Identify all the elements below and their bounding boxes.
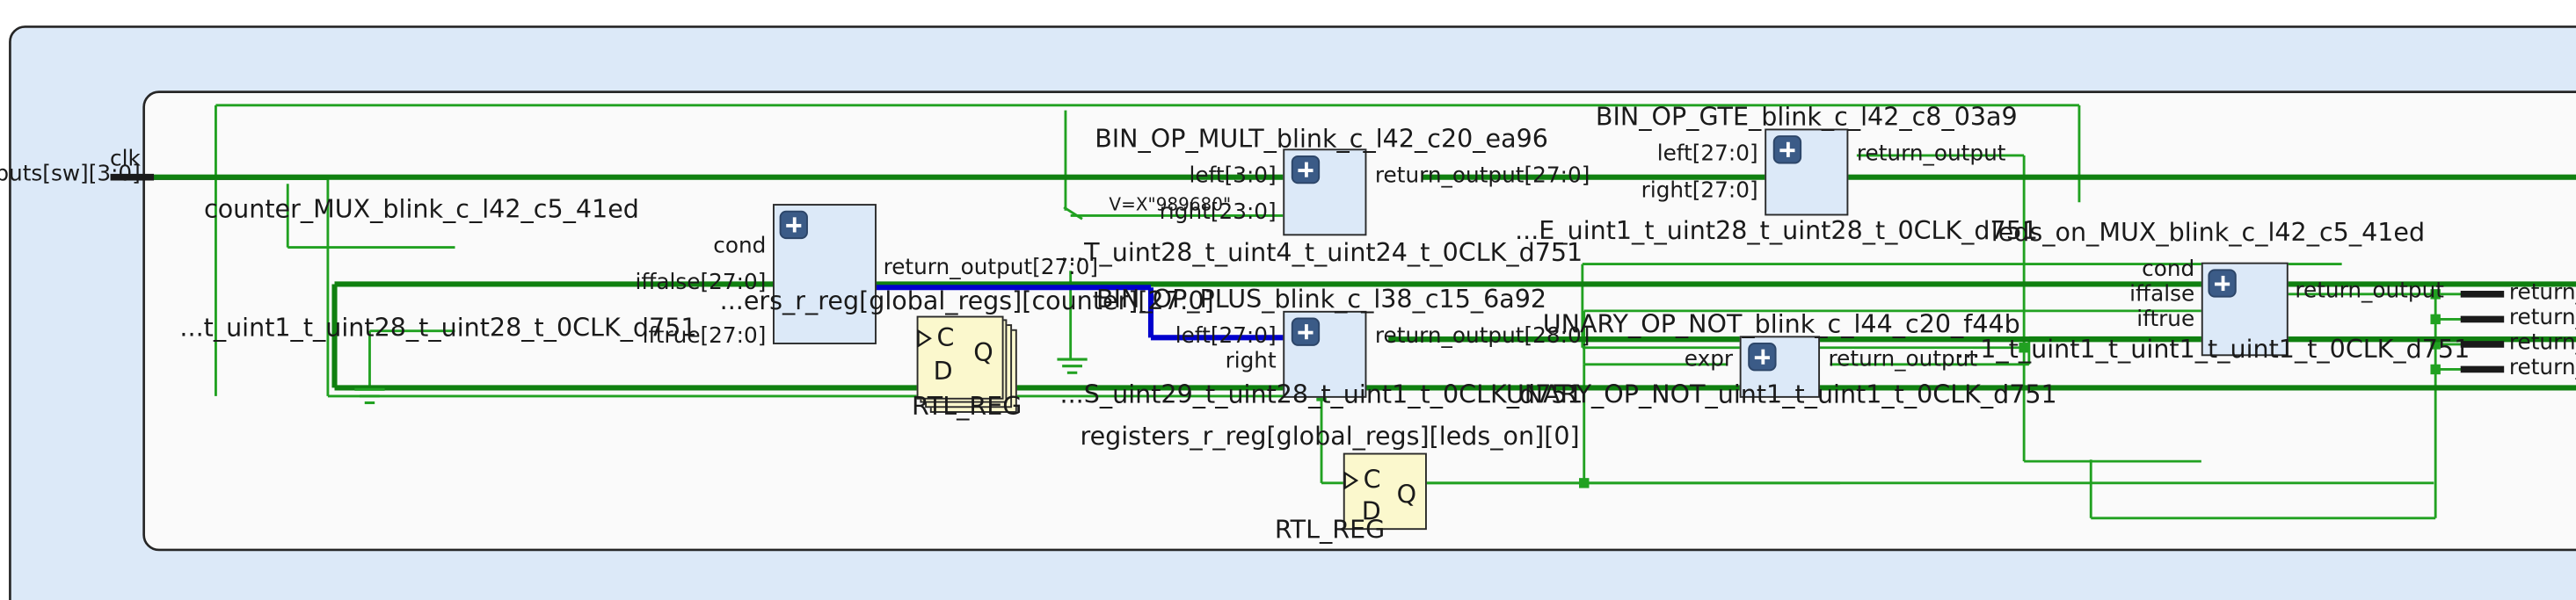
cell-unary-op-not-title: UNARY_OP_NOT_blink_c_l44_c20_f44b (1542, 308, 2020, 340)
pin-leds-on-mux-iffalse: iffalse (2129, 282, 2195, 308)
expand-counter-mux-icon[interactable] (779, 210, 808, 240)
register-counter-footer: RTL_REG (912, 391, 1022, 422)
cell-bin-op-mult-subtitle: ...T_uint28_t_uint4_t_uint24_t_0CLK_d751 (1059, 237, 1583, 268)
cell-unary-op-not-subtitle: UNARY_OP_NOT_uint1_t_uint1_t_0CLK_d751 (1505, 379, 2057, 410)
clock-triangle-icon (1343, 471, 1359, 490)
expand-bin-op-mult-icon[interactable] (1291, 155, 1321, 184)
cell-bin-op-plus-subtitle: ...S_uint29_t_uint28_t_uint1_t_0CLK_d751 (1059, 379, 1583, 410)
register-counter[interactable]: C Q D (916, 315, 1021, 416)
register-leds-on-footer: RTL_REG (1274, 515, 1386, 546)
pin-bin-op-plus-left: left[27:0] (1175, 324, 1277, 350)
port-led1-label: return_output[led][1] (2508, 306, 2576, 331)
pin-bin-op-gte-left: left[27:0] (1656, 141, 1758, 168)
port-led0-label: return_output[led][0] (2508, 280, 2576, 307)
expand-unary-op-not-icon[interactable] (1748, 343, 1777, 372)
expand-bin-op-gte-icon[interactable] (1772, 135, 1802, 164)
register-counter-pin-d: D (933, 356, 953, 387)
pin-unary-op-not-expr: expr (1684, 347, 1734, 373)
register-leds-on-pin-q: Q (1396, 480, 1417, 510)
pin-counter-mux-cond: cond (713, 234, 767, 259)
cell-bin-op-gte-subtitle: ...E_uint1_t_uint28_t_uint28_t_0CLK_d751 (1515, 215, 2039, 246)
register-leds-on-title: registers_r_reg[global_regs][leds_on][0] (1080, 421, 1580, 452)
pin-counter-mux-iffalse: iffalse[27:0] (635, 271, 767, 296)
pin-bin-op-mult-out: return_output[27:0] (1374, 163, 1590, 189)
cell-counter-mux-title: counter_MUX_blink_c_l42_c5_41ed (204, 193, 639, 224)
register-counter-title: ...ers_r_reg[global_regs][counter][27:0] (719, 286, 1214, 316)
pin-bin-op-plus-out: return_output[28:0] (1374, 324, 1590, 350)
constant-value-label: V=X"989680" (1109, 195, 1232, 216)
expand-bin-op-plus-icon[interactable] (1291, 317, 1321, 346)
clock-triangle-icon (917, 329, 932, 348)
port-led2-label: return_output[led][2] (2508, 330, 2576, 357)
cell-bin-op-gte-title: BIN_OP_GTE_blink_c_l42_c8_03a9 (1595, 102, 2018, 133)
register-counter-pin-q: Q (973, 337, 993, 368)
pin-leds-on-mux-cond: cond (2142, 257, 2195, 283)
port-led3-label: return_output[led][3] (2508, 356, 2576, 381)
port-clk-label: clk (110, 147, 141, 172)
cell-leds-on-mux-subtitle: ...1_t_uint1_t_uint1_t_uint1_t_0CLK_d751 (1956, 334, 2470, 365)
pin-bin-op-gte-right: right[27:0] (1641, 178, 1758, 205)
pin-bin-op-gte-out: return_output (1856, 141, 2006, 168)
ground-symbol (354, 358, 1088, 405)
register-leds-on-pin-c: C (1363, 464, 1381, 495)
cell-leds-on-mux[interactable] (2201, 262, 2289, 357)
pin-leds-on-mux-iftrue: iftrue (2136, 307, 2195, 333)
expand-leds-on-mux-icon[interactable] (2208, 269, 2237, 298)
port-inputs-sw-label: inputs[sw][3:0] (0, 162, 141, 188)
cell-bin-op-mult-title: BIN_OP_MULT_blink_c_l42_c20_ea96 (1095, 123, 1548, 155)
cell-leds-on-mux-title: leds_on_MUX_blink_c_l42_c5_41ed (1990, 217, 2426, 248)
port-pin-stubs (110, 173, 2505, 373)
pin-bin-op-mult-left: left[3:0] (1189, 163, 1277, 189)
pin-leds-on-mux-out: return_output (2295, 278, 2444, 305)
pin-counter-mux-out: return_output[27:0] (883, 256, 1098, 281)
pin-bin-op-plus-right: right (1225, 349, 1277, 375)
cell-counter-mux-subtitle: ...t_uint1_t_uint28_t_uint28_t_0CLK_d751 (179, 312, 697, 343)
register-counter-pin-c: C (936, 322, 955, 353)
pin-unary-op-not-out: return_output (1828, 347, 1978, 373)
pin-bin-op-mult-right: right[23:0] (1159, 200, 1277, 226)
pin-counter-mux-iftrue: iftrue[27:0] (642, 324, 767, 350)
cell-bin-op-plus-title: BIN_OP_PLUS_blink_c_l38_c15_6a92 (1096, 284, 1547, 314)
register-leds-on[interactable]: C Q D (1343, 452, 1427, 531)
register-leds-on-pin-d: D (1361, 496, 1381, 527)
